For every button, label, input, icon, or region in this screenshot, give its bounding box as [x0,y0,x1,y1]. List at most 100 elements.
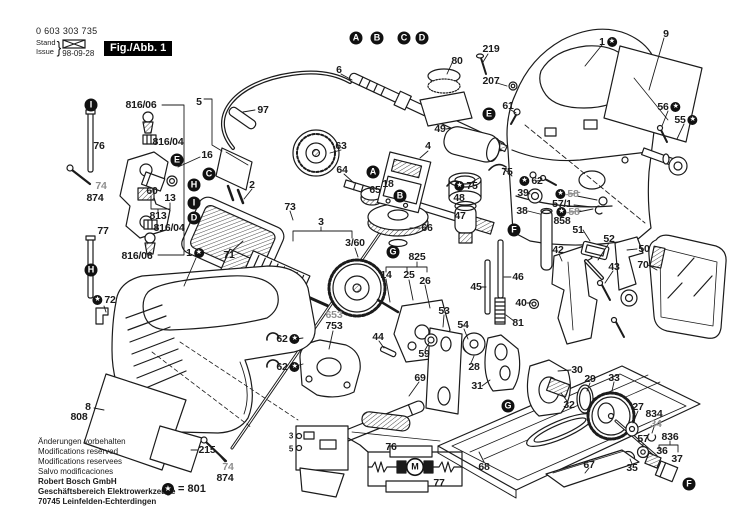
part-label-70: 70 [637,259,649,271]
part-label-71: 71 [223,249,235,261]
part-label-65: 65 [369,184,381,196]
part-label-207: 207 [482,75,500,87]
company-division: Geschäftsbereich Elektrowerkzeuge [38,487,176,496]
issue-date: 98-09-28 [62,49,95,58]
service-pack-star-icon: ★ [289,362,300,372]
part-label-76: 76 [93,140,105,152]
part-label-6: 6 [336,64,342,76]
figure-label: Fig./Abb. 1 [104,41,173,56]
assembly-marker-C: C [397,31,411,45]
part-label-49: 49 [434,123,446,135]
part-label-27: 27 [632,401,644,413]
assembly-marker-B: B [393,189,407,203]
assembly-marker-E: E [170,153,184,167]
footer-note-de: Änderungen vorbehalten [38,437,126,446]
assembly-marker-A: A [366,165,380,179]
assembly-marker-G: G [386,245,400,259]
footer-note-en: Modifications reserved [38,447,119,456]
part-label-836: 836 [661,431,679,443]
part-label-858: 858 [553,215,571,227]
part-label-25: 25 [403,269,415,281]
part-label-5: 5 [288,444,294,454]
footer-note-es: Salvo modificaciones [38,467,114,476]
company-name: Robert Bosch GmbH [38,477,117,486]
part-label-81: 81 [512,317,524,329]
part-label-874: 874 [216,472,234,484]
assembly-marker-I: I [84,98,98,112]
part-label-816-04: 816/04 [152,136,184,148]
part-label-64: 64 [336,164,348,176]
company-city: 70745 Leinfelden-Echterdingen [38,497,157,506]
assembly-marker-A: A [349,31,363,45]
part-label-55: 55★ [674,114,698,126]
assembly-marker-M: M [406,458,424,476]
part-label-80: 80 [451,55,463,67]
service-pack-star-icon: ★ [289,334,300,344]
part-label-32: 32 [563,399,575,411]
type-number: 0 603 303 735 [36,26,98,36]
part-label-37: 37 [671,453,683,465]
part-label-53: 53 [438,305,450,317]
part-label-26: 26 [419,275,431,287]
part-label-30: 30 [571,364,583,376]
part-label-39: 39 [517,187,529,199]
part-label-816-06: 816/06 [125,99,157,111]
part-label-44: 44 [372,331,384,343]
part-label-66: 66 [421,222,433,234]
part-label-97: 97 [257,104,269,116]
part-label-816-06: 816/06 [121,250,153,262]
part-label-74: 74 [95,180,107,192]
part-label-215: 215 [198,444,216,456]
part-label-75: ★75 [454,180,478,192]
part-label-58: ★58 [556,206,580,218]
part-label-1: 1★ [186,247,204,259]
part-label-47: 47 [454,210,466,222]
assembly-marker-G: G [501,399,515,413]
assembly-marker-E: E [482,107,496,121]
assembly-marker-D: D [187,211,201,225]
part-label-825: 825 [408,251,426,263]
part-label-34: 34 [650,418,662,430]
assembly-marker-F: F [682,477,696,491]
part-label-16: 16 [201,149,213,161]
service-pack-star-icon: ★ [687,115,698,125]
part-label-51: 51 [572,224,584,236]
assembly-marker-H: H [187,178,201,192]
part-label-73: 73 [284,201,296,213]
part-label-59: 59 [418,348,430,360]
assembly-marker-D: D [415,31,429,45]
date-stamp-icon [62,39,86,49]
assembly-marker-H: H [84,263,98,277]
assembly-marker-F: F [507,223,521,237]
part-label-13: 13 [164,192,176,204]
part-label-31: 31 [471,380,483,392]
part-label-67: 67 [583,459,595,471]
service-pack-star-icon: ★ [454,181,465,191]
part-label-76: 76 [385,441,397,453]
part-label-63: 63 [335,140,347,152]
service-pack-star-icon: ★ [555,189,566,199]
part-label-2: 2 [249,179,255,191]
part-label-43: 43 [608,261,620,273]
part-label-45: 45 [470,281,482,293]
part-label-72: ★72 [92,294,116,306]
part-label-75: 75 [501,166,513,178]
part-label-60: 60 [146,185,158,197]
service-pack-star-icon: ★ [670,102,681,112]
stand-label: Stand [36,38,56,47]
service-pack-star-icon: ★ [519,176,530,186]
part-label-8: 8 [85,401,91,413]
part-label-1: 1★ [599,36,617,48]
part-label-36: 36 [656,445,668,457]
part-label-18: 18 [382,178,394,190]
part-label-28: 28 [468,361,480,373]
assembly-marker-I: I [187,196,201,210]
brace-glyph: } [56,37,62,57]
part-label-58: ★58 [555,188,579,200]
part-label-61: 61 [502,100,514,112]
part-label-57-1: 57/1 [552,198,572,210]
service-pack-star-icon: ★ [606,37,617,47]
part-label-9: 9 [663,28,669,40]
part-label-35: 35 [626,462,638,474]
